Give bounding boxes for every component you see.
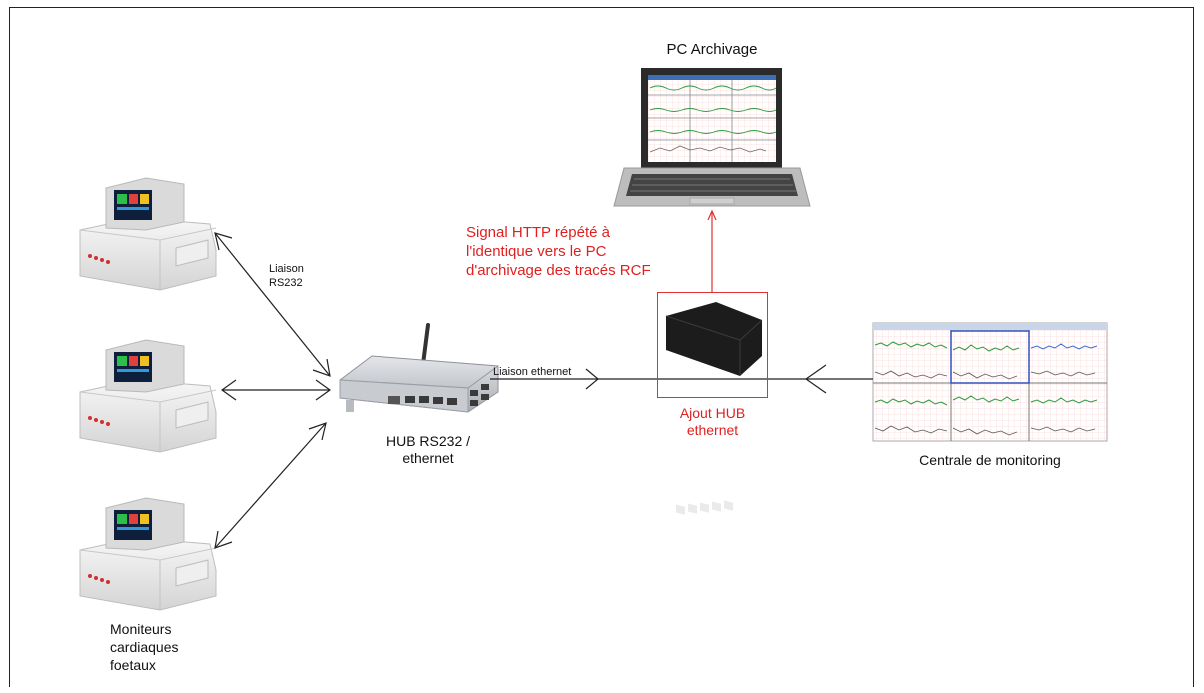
moniteurs-label-line3: foetaux (110, 657, 156, 673)
fetal-monitor-icon (79, 497, 217, 611)
rs232-hub-icon (339, 323, 499, 413)
rs232-link-1 (214, 232, 331, 377)
laptop-icon (613, 68, 811, 207)
liaison-rs232-label-line2: RS232 (269, 277, 303, 289)
arrowhead (214, 232, 233, 251)
rs232-link-3 (214, 422, 327, 549)
ajout-hub-label-line1: Ajout HUB (679, 405, 746, 421)
hub-rs232-label-line1: HUB RS232 / (385, 433, 471, 449)
diagram-frame (9, 7, 1194, 687)
arrowhead (312, 358, 331, 377)
arrowhead (214, 530, 233, 549)
arrowhead (308, 422, 327, 441)
arrowhead (585, 368, 599, 390)
arrowhead (220, 379, 237, 401)
signal-http-label-line3: d'archivage des tracés RCF (466, 262, 651, 279)
fetal-monitor-icon (79, 177, 217, 291)
liaison-ethernet-label: Liaison ethernet (493, 366, 572, 378)
monitoring-screen-icon (872, 322, 1108, 442)
pc-archivage-label: PC Archivage (666, 41, 758, 58)
signal-http-label-line2: l'identique vers le PC (466, 243, 607, 260)
connector-lines (214, 232, 873, 549)
arrowhead (315, 379, 332, 401)
arrowhead (804, 364, 827, 394)
ethernet-hub-highlight (657, 292, 768, 398)
centrale-monitoring-label: Centrale de monitoring (919, 452, 1061, 468)
hub-rs232-label-line2: ethernet (402, 450, 454, 466)
ajout-hub-label-line2: ethernet (686, 422, 739, 438)
moniteurs-label-line2: cardiaques (110, 639, 179, 655)
signal-http-label-line1: Signal HTTP répété à (466, 224, 610, 241)
fetal-monitor-icon (79, 339, 217, 453)
moniteurs-label-line1: Moniteurs (110, 621, 172, 637)
liaison-rs232-label-line1: Liaison (269, 263, 304, 275)
http-repeat-arrow (707, 209, 717, 292)
ethernet-switch-icon (665, 302, 763, 515)
